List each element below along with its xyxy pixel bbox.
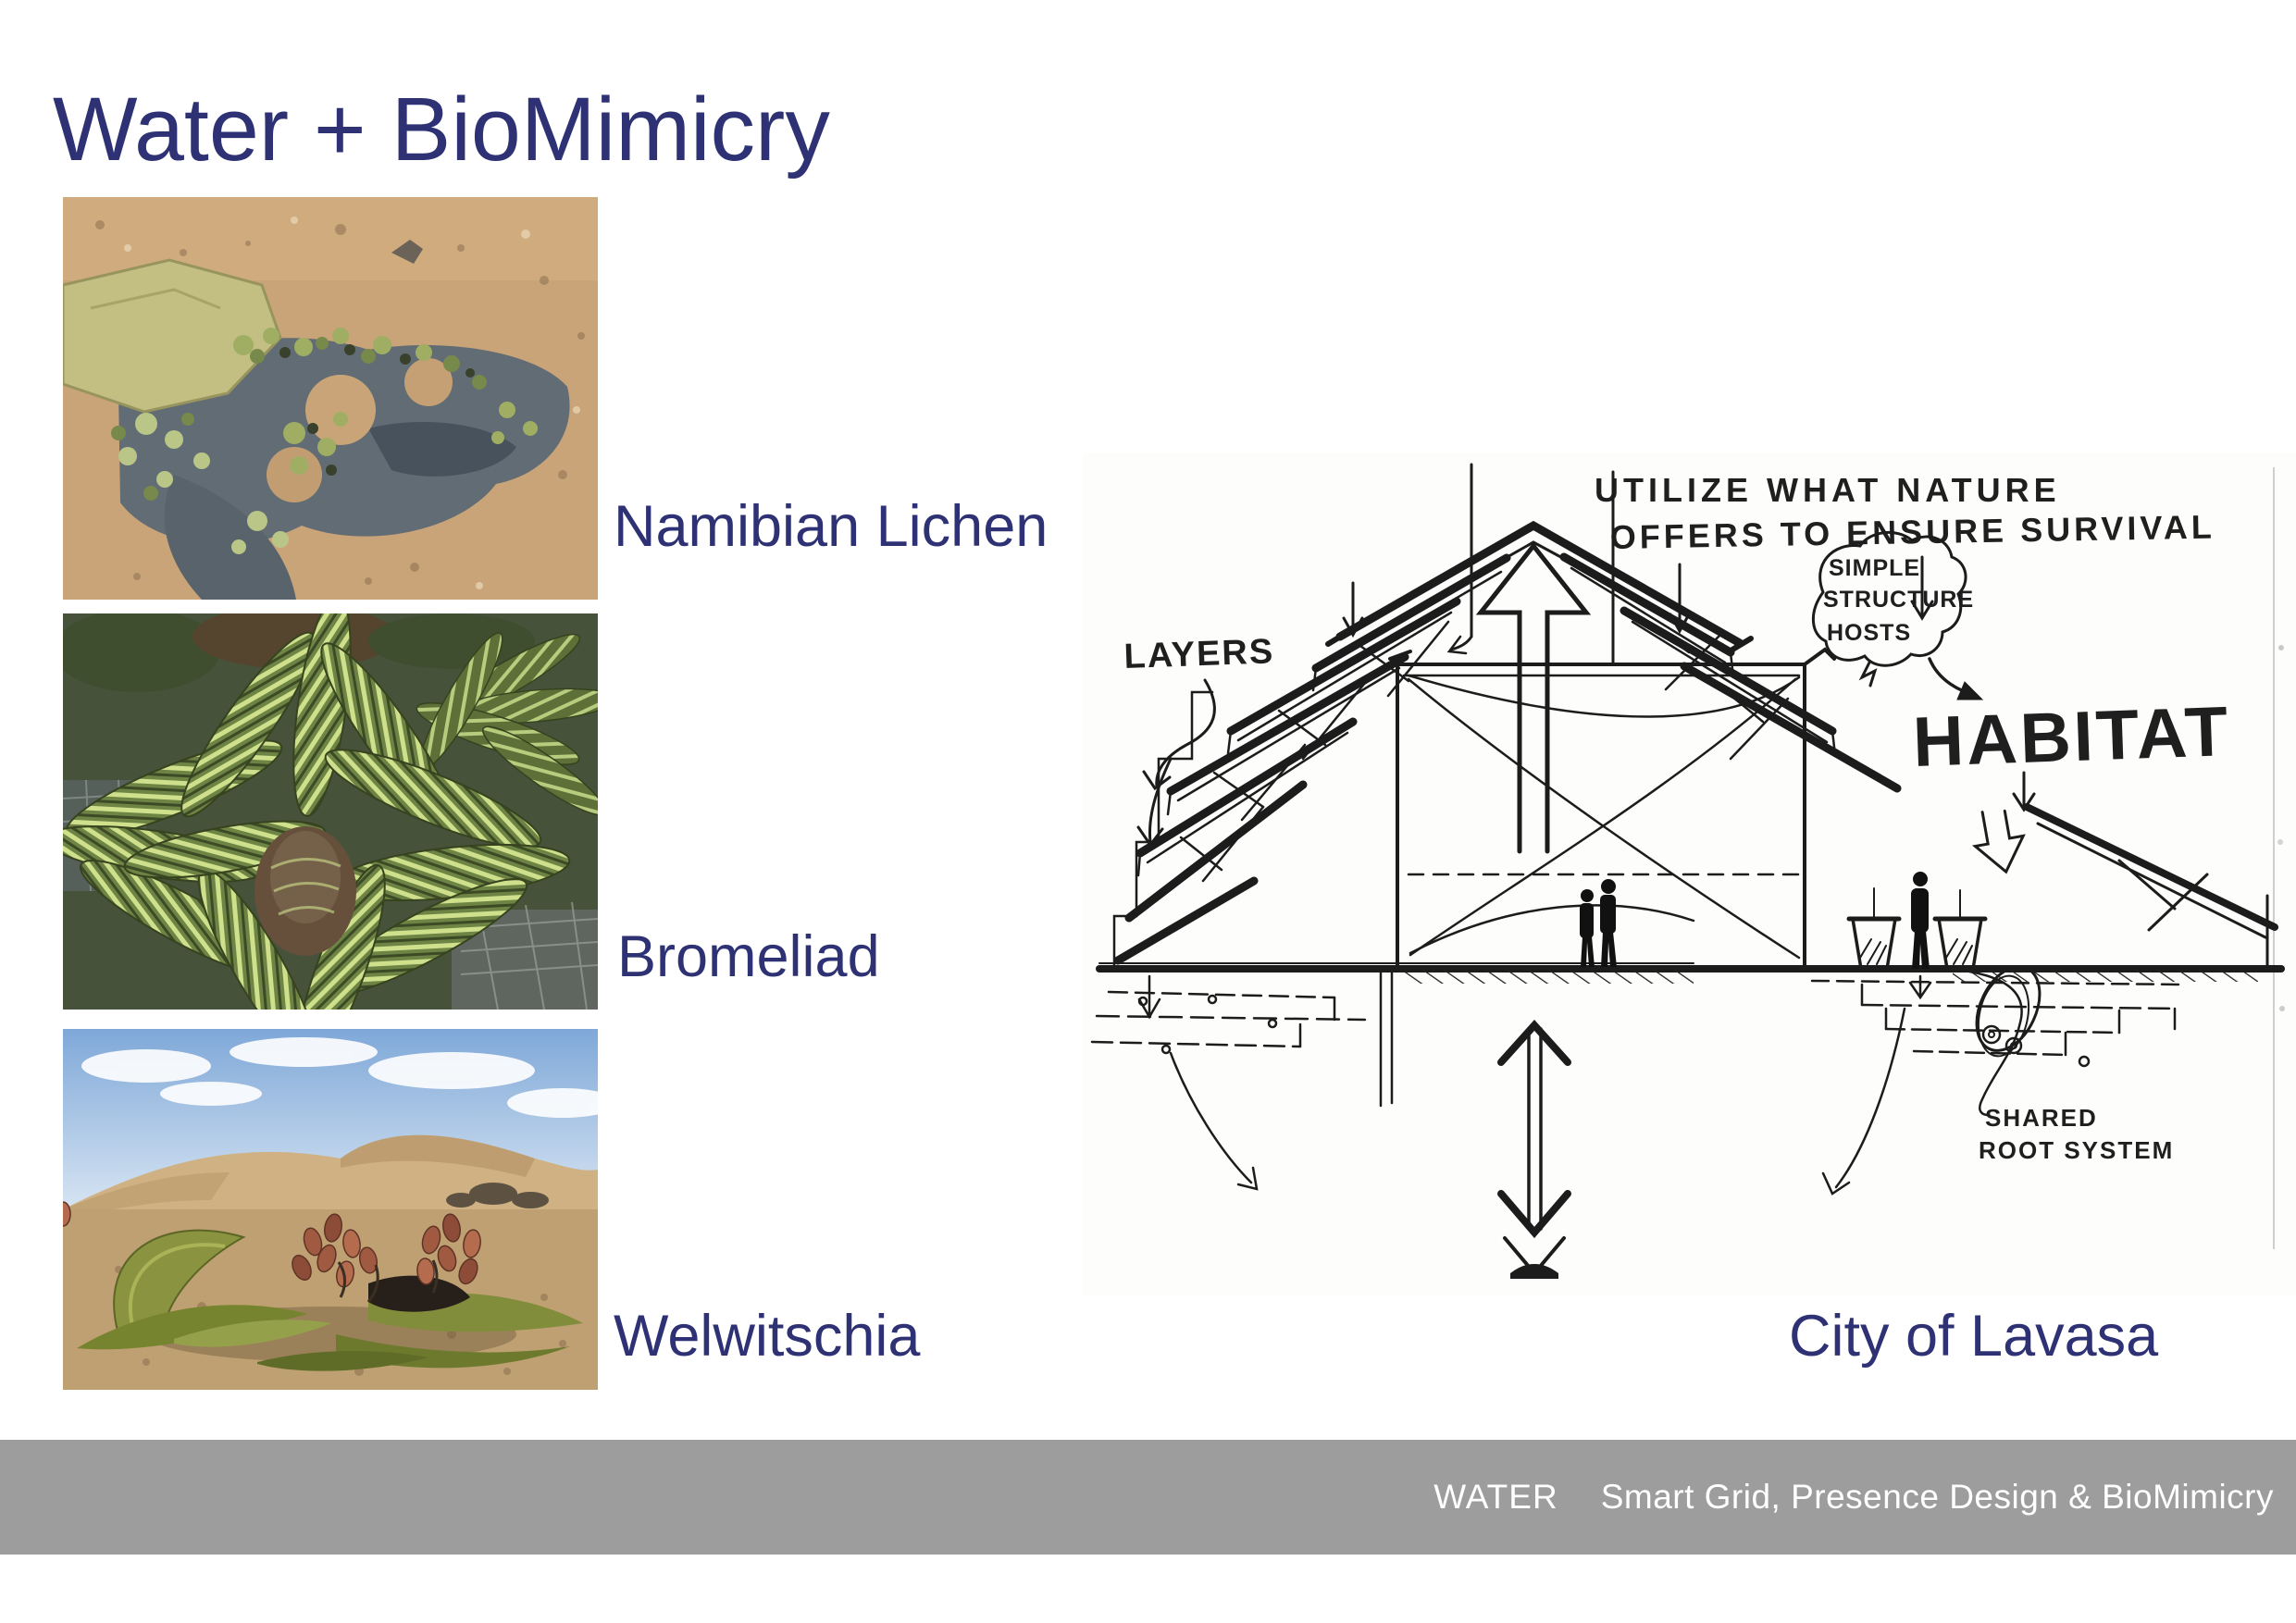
sketch-caption: City of Lavasa [1789,1304,2159,1369]
annotation-habitat: HABITAT [1912,692,2232,782]
bromeliad-illustration [63,613,598,1010]
annotation-utilize-line1: UTILIZE WHAT NATURE [1595,471,2061,509]
footer-subtitle: Smart Grid, Presence Design & BioMimicry [1600,1478,2274,1516]
annotation-cloud-line1: SIMPLE [1829,555,1920,581]
annotation-cloud-line3: HOSTS [1827,620,1911,646]
footer-bar: WATER Smart Grid, Presence Design & BioM… [0,1440,2296,1555]
photo-label-namibian-lichen: Namibian Lichen [614,494,1049,559]
annotation-cloud-line2: STRUCTURE [1823,587,1974,613]
lavasa-sketch: UTILIZE WHAT NATURE OFFERS TO ENSURE SUR… [1083,453,2296,1295]
footer-section-label: WATER [1433,1478,1558,1516]
photo-label-welwitschia: Welwitschia [614,1304,921,1369]
sketch-linework [1090,463,2285,1279]
annotation-root-line1: SHARED [1985,1104,2098,1132]
annotation-layers: LAYERS [1123,632,1275,676]
welwitschia-photo [63,1029,598,1390]
photo-label-bromeliad: Bromeliad [617,924,880,989]
page-title: Water + BioMimicry [53,78,830,180]
lichen-illustration [63,197,598,600]
bromeliad-photo [63,613,598,1010]
lavasa-sketch-drawing: UTILIZE WHAT NATURE OFFERS TO ENSURE SUR… [1083,453,2296,1295]
namibian-lichen-photo [63,197,598,600]
annotation-root-line2: ROOT SYSTEM [1979,1136,2174,1164]
welwitschia-illustration [63,1029,598,1390]
figure-silhouettes [1580,872,1930,969]
